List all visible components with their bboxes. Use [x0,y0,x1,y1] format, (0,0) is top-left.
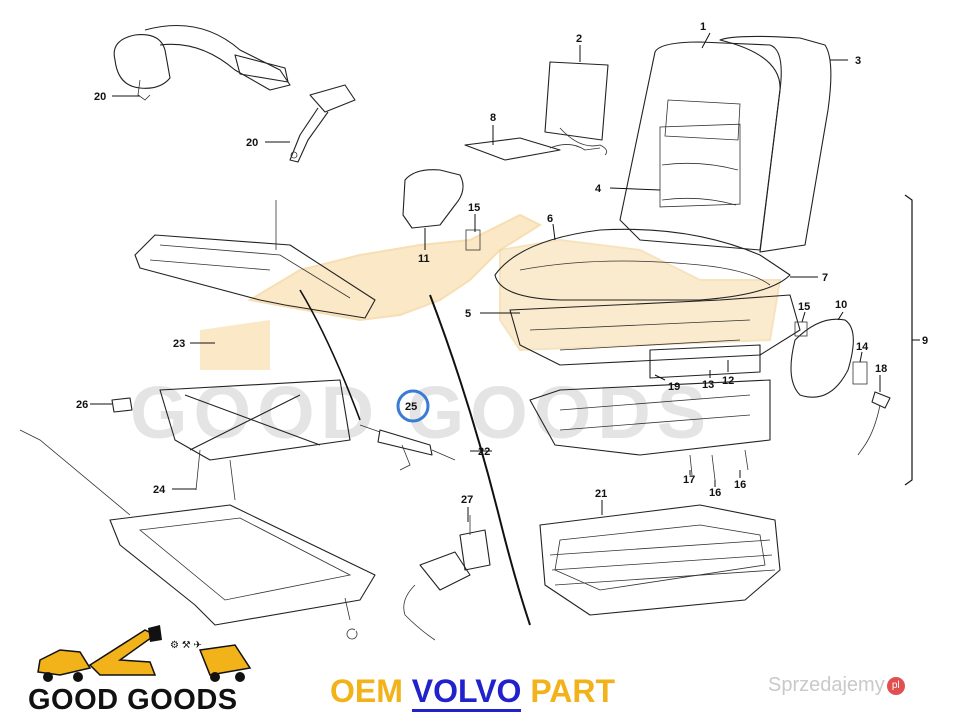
callout-16-b: 16 [734,479,746,491]
callout-17: 17 [683,474,695,486]
seat-belt-retractor [113,24,291,101]
hinge-bracket [402,169,481,251]
cable-upper [299,289,361,421]
callout-5: 5 [465,308,471,320]
cushion-tray [539,504,781,616]
site-watermark-text: Sprzedajemy [768,674,885,696]
callout-23: 23 [173,338,185,350]
seat-cushion [494,228,791,301]
callout-14: 14 [856,341,869,353]
callout-19: 19 [668,381,680,393]
highlight-circle-25 [396,389,430,423]
leader-lines [90,32,920,522]
air-compressor [403,515,491,641]
oem-part-caption: OEM VOLVO PART [330,671,616,712]
callout-4: 4 [595,183,602,195]
callout-13: 13 [702,379,714,391]
callout-3: 3 [855,55,861,67]
slide-mechanism [529,344,771,481]
callout-21: 21 [595,488,607,500]
callout-25: 25 [405,401,417,413]
seat-belt-buckle [289,84,356,163]
caption-brand-link[interactable]: VOLVO [411,673,522,712]
callout-labels: 1 2 3 4 5 6 7 8 9 10 11 12 13 14 15 15 1… [76,21,928,506]
group-bracket-9 [904,194,913,486]
callout-11: 11 [418,253,430,265]
callout-12: 12 [722,375,734,387]
callout-20-b: 20 [246,137,258,149]
callout-24: 24 [153,484,166,496]
callout-1: 1 [700,21,706,33]
cable-22 [429,294,531,626]
seat-frame [509,294,801,366]
suspension-top-frame [134,200,376,319]
callout-15-b: 15 [798,301,810,313]
watermark: GOOD GOODS [130,213,782,454]
backrest-pad [544,61,609,156]
callout-22: 22 [478,446,490,458]
caption-suffix: PART [530,673,616,709]
callout-27: 27 [461,494,473,506]
scissor-mechanism [111,379,351,501]
callout-9: 9 [922,335,928,347]
callout-18: 18 [875,363,887,375]
backrest [619,35,832,253]
callout-20-a: 20 [94,91,106,103]
heating-element [464,137,601,161]
watermark-text: GOOD GOODS [130,371,712,454]
side-panel [790,318,891,456]
callout-16-a: 16 [709,487,721,499]
callout-15-a: 15 [468,202,480,214]
callout-2: 2 [576,33,582,45]
suspension-base [19,429,376,640]
caption-prefix: OEM [330,673,403,709]
callout-8: 8 [490,112,496,124]
callout-6: 6 [547,213,553,225]
callout-7: 7 [822,272,828,284]
good-goods-logo-art: ⚙ ⚒ ✈ [37,625,252,682]
callout-26: 26 [76,399,88,411]
logo-text: GOOD GOODS [28,684,238,716]
svg-text:⚙ ⚒ ✈: ⚙ ⚒ ✈ [170,640,202,651]
site-badge: pl [886,676,905,695]
callout-10: 10 [835,299,847,311]
shock-absorber [359,424,456,471]
